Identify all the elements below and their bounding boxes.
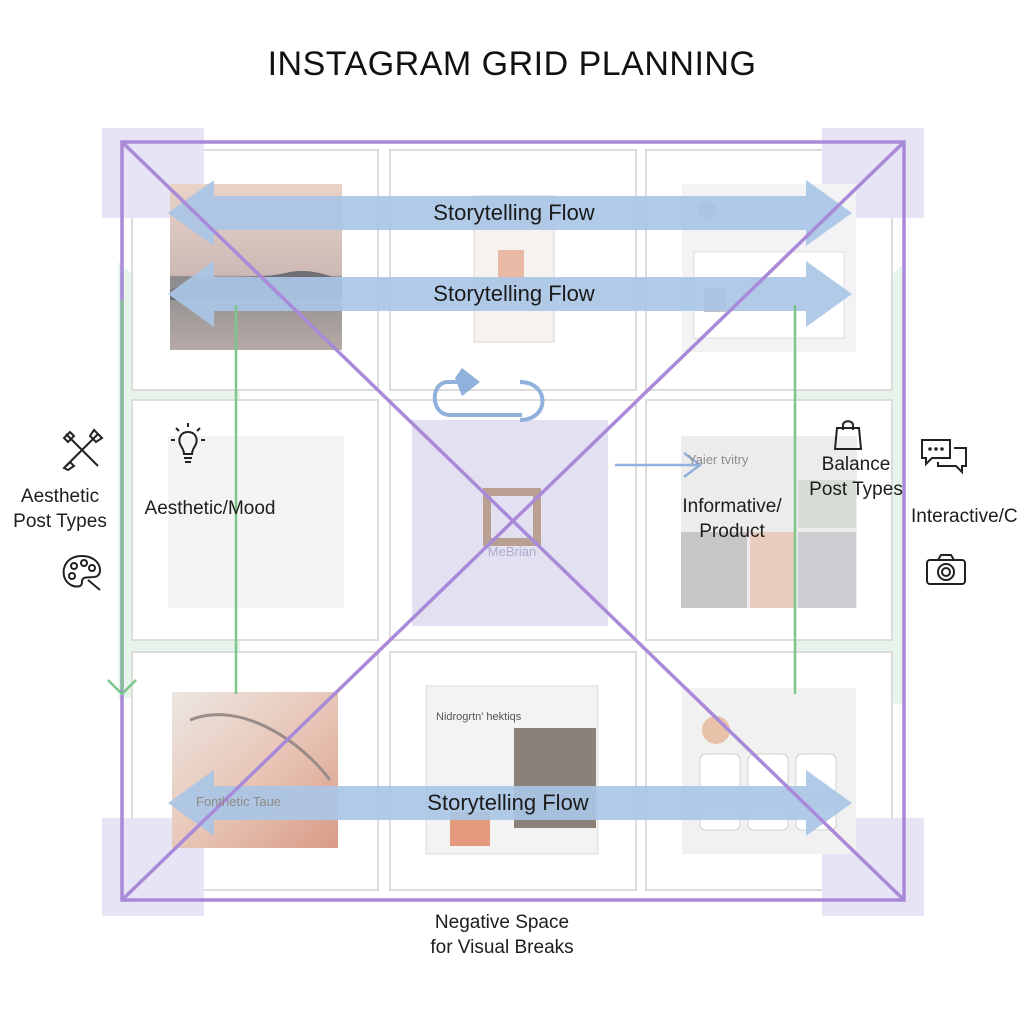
flow-label-top: Storytelling Flow [433, 200, 595, 225]
interactive-label: Interactive/C [911, 506, 1018, 527]
flow-arrow-middle [168, 261, 852, 327]
blog-heading-text: Nidrogrtn' hektiqs [436, 711, 522, 723]
flow-label-bottom: Storytelling Flow [427, 790, 589, 815]
small-arrow [615, 452, 703, 478]
informative-product-label: Informative/ Product [682, 496, 782, 542]
flow-arrow-bottom [168, 770, 852, 836]
chat-bubbles-icon [921, 439, 967, 475]
page-title: INSTAGRAM GRID PLANNING [267, 45, 757, 83]
green-lines [107, 300, 797, 696]
shopping-bag-icon [833, 420, 863, 450]
paintbrush-pencil-icon [62, 428, 104, 472]
center-logo-text: MeBrian [487, 544, 537, 559]
palette-icon [62, 554, 102, 591]
flow-arrow-top [168, 180, 852, 246]
lightbulb-icon [171, 423, 205, 463]
flow-arrows [168, 180, 852, 836]
aesthetic-mood-label: Aesthetic/Mood [144, 498, 276, 519]
negative-space-label: Negative Space for Visual Breaks [430, 912, 574, 958]
center-logo-frame [483, 488, 541, 546]
cycle-arrows-icon [432, 368, 545, 422]
product-text: Yaier tvitry [688, 452, 749, 467]
aesthetic-post-types-label: Aesthetic Post Types [13, 486, 107, 532]
camera-icon [926, 554, 966, 585]
abstract-text: Fonthetic Taue [196, 794, 282, 809]
flow-label-middle: Storytelling Flow [433, 281, 595, 306]
mood-card [168, 436, 344, 608]
balance-post-types-label: Balance Post Types [809, 454, 903, 500]
